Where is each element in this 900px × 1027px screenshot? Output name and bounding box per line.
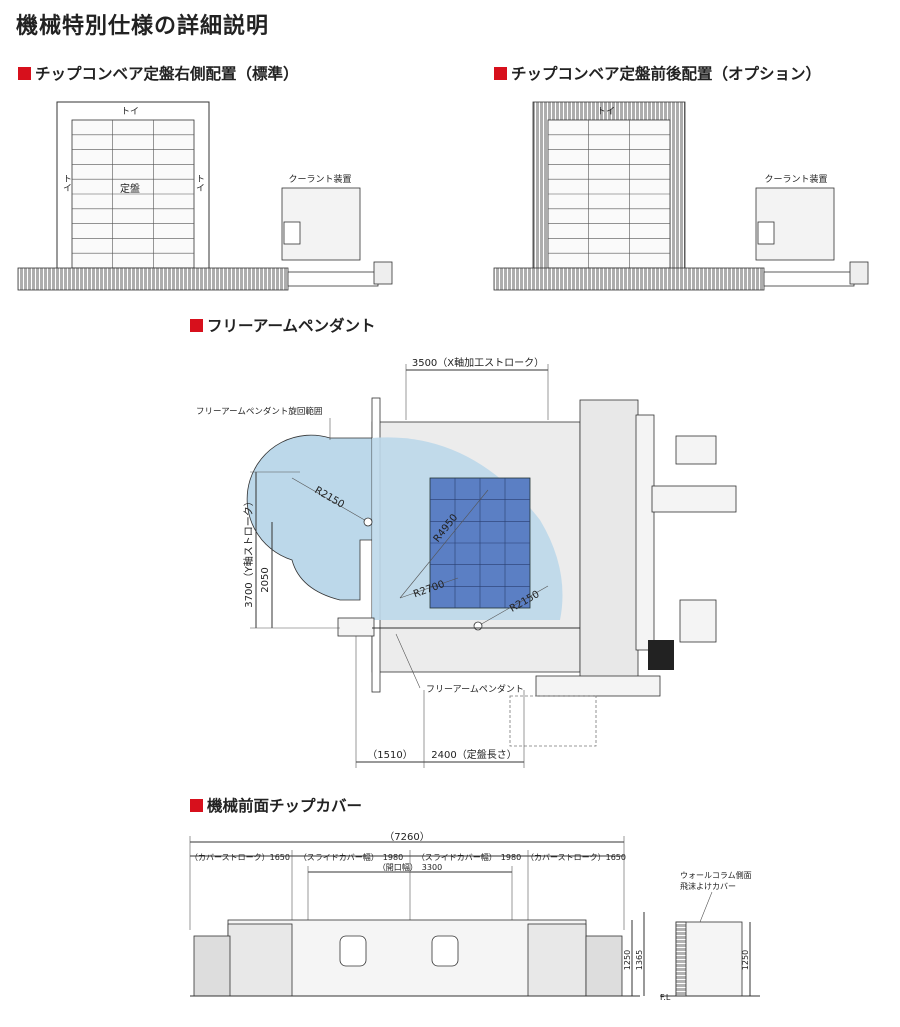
door-swing bbox=[509, 695, 597, 747]
chip-conveyor-base bbox=[493, 267, 765, 291]
toi-label: トイ bbox=[597, 107, 615, 117]
h1365-label: 1365 bbox=[635, 950, 644, 970]
cover-stroke-right-label: （カバーストローク）1650 bbox=[526, 853, 626, 862]
red-square-icon bbox=[494, 66, 507, 80]
front-unit bbox=[535, 675, 661, 697]
r4950-line bbox=[399, 489, 489, 599]
pendant-diagram: 3500（X軸加工ストローク） フリーアームペンダント旋回範囲 3700（Y軸ス… bbox=[196, 356, 737, 768]
conveyor-end bbox=[849, 261, 869, 285]
section-heading-conveyor-front-back: チップコンベア定盤前後配置（オプション） bbox=[494, 62, 821, 84]
red-square-icon bbox=[18, 66, 31, 80]
side-cover-label-2: 飛沫よけカバー bbox=[680, 881, 736, 891]
total-label: （7260） bbox=[384, 831, 429, 843]
conveyor-extension bbox=[763, 271, 855, 287]
pivot-circle bbox=[363, 517, 373, 527]
section-title: フリーアームペンダント bbox=[207, 317, 376, 335]
section-heading-front-cover: 機械前面チップカバー bbox=[190, 794, 362, 816]
side-cover-label-1: ウォールコラム側面 bbox=[680, 870, 752, 880]
table-label: 定盤 bbox=[120, 182, 140, 195]
front-cover-diagram: （7260） （カバーストローク）1650 （スライドカバー幅） 1980 （ス… bbox=[189, 831, 760, 1002]
coolant-pipe bbox=[651, 485, 737, 513]
pendant-leader bbox=[395, 633, 421, 689]
conveyor-end bbox=[373, 261, 393, 285]
red-square-icon bbox=[190, 798, 203, 812]
red-square-icon bbox=[190, 318, 203, 332]
table-grid bbox=[548, 120, 670, 268]
right-column bbox=[579, 399, 639, 691]
section-title: チップコンベア定盤右側配置（標準） bbox=[35, 65, 299, 83]
right-slide-cover bbox=[527, 923, 587, 997]
x-stroke-label: 3500（X軸加工ストローク） bbox=[412, 356, 544, 369]
control-box bbox=[648, 640, 674, 670]
pendant-arm bbox=[337, 617, 375, 637]
toi-left-label: トイ bbox=[61, 174, 72, 192]
chip-conveyor-base bbox=[17, 267, 289, 291]
r2150-right-line bbox=[477, 585, 549, 627]
h1250-side-label: 1250 bbox=[741, 950, 750, 970]
section-title: 機械前面チップカバー bbox=[207, 797, 363, 815]
r2700-line bbox=[399, 577, 459, 599]
left-end bbox=[193, 935, 231, 997]
window-left bbox=[339, 935, 367, 967]
toi-label: トイ bbox=[121, 107, 139, 117]
page-title: 機械特別仕様の詳細説明 bbox=[16, 14, 270, 39]
work-table-grid bbox=[430, 478, 530, 608]
table-grid bbox=[72, 120, 194, 268]
right-end bbox=[585, 935, 623, 997]
dim-2400-label: 2400（定盤長さ） bbox=[431, 748, 516, 761]
opening-label: （開口幅） 3300 bbox=[378, 862, 442, 872]
slide-cover-left-label: （スライドカバー幅） 1980 bbox=[299, 852, 403, 862]
pendant-swing-area bbox=[246, 434, 373, 601]
section-heading-pendant: フリーアームペンダント bbox=[190, 314, 376, 336]
dim-1510-label: （1510） bbox=[367, 749, 412, 761]
coolant-tank bbox=[757, 221, 775, 245]
slide-cover-right-label: （スライドカバー幅） 1980 bbox=[417, 852, 521, 862]
left-slide-cover bbox=[227, 923, 293, 997]
coolant-label: クーラント装置 bbox=[288, 173, 351, 185]
aux-box bbox=[679, 599, 717, 643]
coolant-label: クーラント装置 bbox=[764, 173, 827, 185]
conveyor-extension bbox=[287, 271, 379, 287]
r2150-line bbox=[291, 477, 369, 523]
pivot-circle bbox=[473, 621, 483, 631]
dim-2050-label: 2050 bbox=[260, 567, 271, 592]
h1250-front-label: 1250 bbox=[623, 950, 632, 970]
swing-range-label: フリーアームペンダント旋回範囲 bbox=[196, 406, 322, 417]
aux-unit bbox=[675, 435, 717, 465]
column-side bbox=[635, 414, 655, 651]
pendant-label: フリーアームペンダント bbox=[426, 683, 524, 695]
y-stroke-label: 3700（Y軸ストローク） bbox=[242, 496, 255, 608]
section-heading-conveyor-right: チップコンベア定盤右側配置（標準） bbox=[18, 62, 299, 84]
conveyor-front-back-diagram: トイ クーラント装置 bbox=[493, 101, 869, 291]
cover-stroke-left-label: （カバーストローク）1650 bbox=[190, 853, 290, 862]
side-column bbox=[675, 921, 687, 997]
coolant-tank bbox=[283, 221, 301, 245]
fl-label: F.L bbox=[660, 993, 671, 1002]
toi-right-label: トイ bbox=[194, 174, 205, 192]
section-title: チップコンベア定盤前後配置（オプション） bbox=[511, 65, 822, 83]
conveyor-right-diagram: トイ トイ トイ 定盤 クーラント装置 bbox=[17, 101, 393, 291]
window-right bbox=[431, 935, 459, 967]
